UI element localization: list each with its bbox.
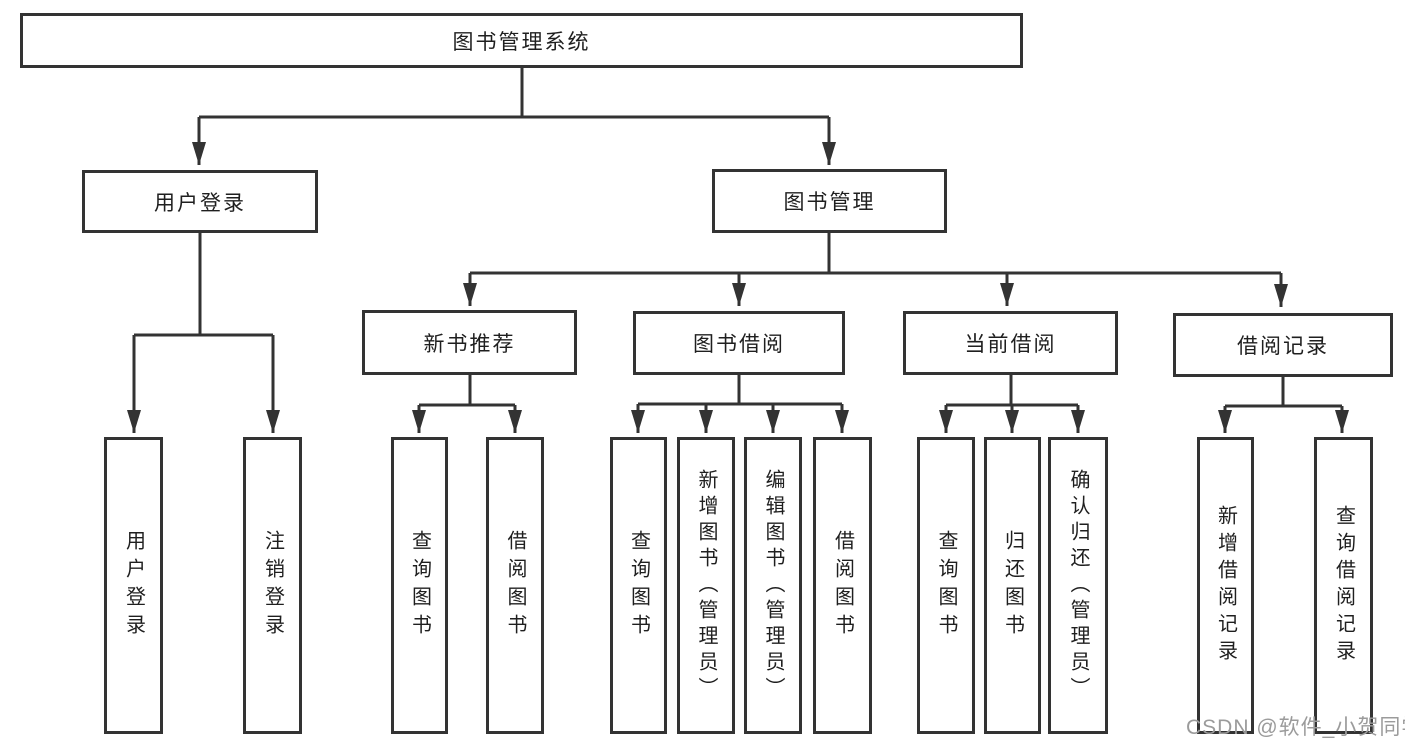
node-library-management-system: 图书管理系统 [20, 13, 1023, 68]
csdn-watermark: CSDN @软件_小贺同学 [1186, 716, 1405, 739]
leaf-label: 查询借阅记录 [1332, 504, 1355, 667]
node-current-borrowing: 当前借阅 [903, 311, 1118, 375]
leaf-query-books-current: 查询图书 [917, 437, 975, 734]
leaf-label: 借阅图书 [504, 529, 526, 642]
leaf-query-borrow-record: 查询借阅记录 [1314, 437, 1373, 734]
leaf-label: 归还图书 [1001, 529, 1024, 642]
leaf-confirm-return-admin: 确认归还（管理员） [1048, 437, 1108, 734]
leaf-label: 新增借阅记录 [1214, 504, 1237, 667]
node-book-management: 图书管理 [712, 169, 947, 233]
node-book-borrowing: 图书借阅 [633, 311, 845, 375]
leaf-add-borrow-record: 新增借阅记录 [1197, 437, 1254, 734]
leaf-label: 新增图书（管理员） [695, 468, 717, 703]
leaf-label: 用户登录 [122, 529, 145, 642]
leaf-query-books-recommend: 查询图书 [391, 437, 448, 734]
leaf-borrow-books-recommend: 借阅图书 [486, 437, 544, 734]
leaf-label: 查询图书 [627, 529, 650, 642]
leaf-add-books-admin: 新增图书（管理员） [677, 437, 735, 734]
leaf-label: 确认归还（管理员） [1067, 468, 1089, 703]
leaf-return-books: 归还图书 [984, 437, 1041, 734]
leaf-logout-login: 注销登录 [243, 437, 302, 734]
node-user-login: 用户登录 [82, 170, 318, 233]
leaf-label: 注销登录 [261, 529, 284, 642]
leaf-label: 查询图书 [935, 529, 957, 642]
node-borrowing-records: 借阅记录 [1173, 313, 1393, 377]
leaf-label: 编辑图书（管理员） [762, 468, 784, 703]
node-new-book-recommend: 新书推荐 [362, 310, 577, 375]
leaf-edit-books-admin: 编辑图书（管理员） [744, 437, 802, 734]
leaf-label: 查询图书 [408, 529, 431, 642]
leaf-borrow-books-borrowing: 借阅图书 [813, 437, 872, 734]
leaf-query-books-borrowing: 查询图书 [610, 437, 667, 734]
leaf-user-login: 用户登录 [104, 437, 163, 734]
leaf-label: 借阅图书 [831, 529, 854, 642]
